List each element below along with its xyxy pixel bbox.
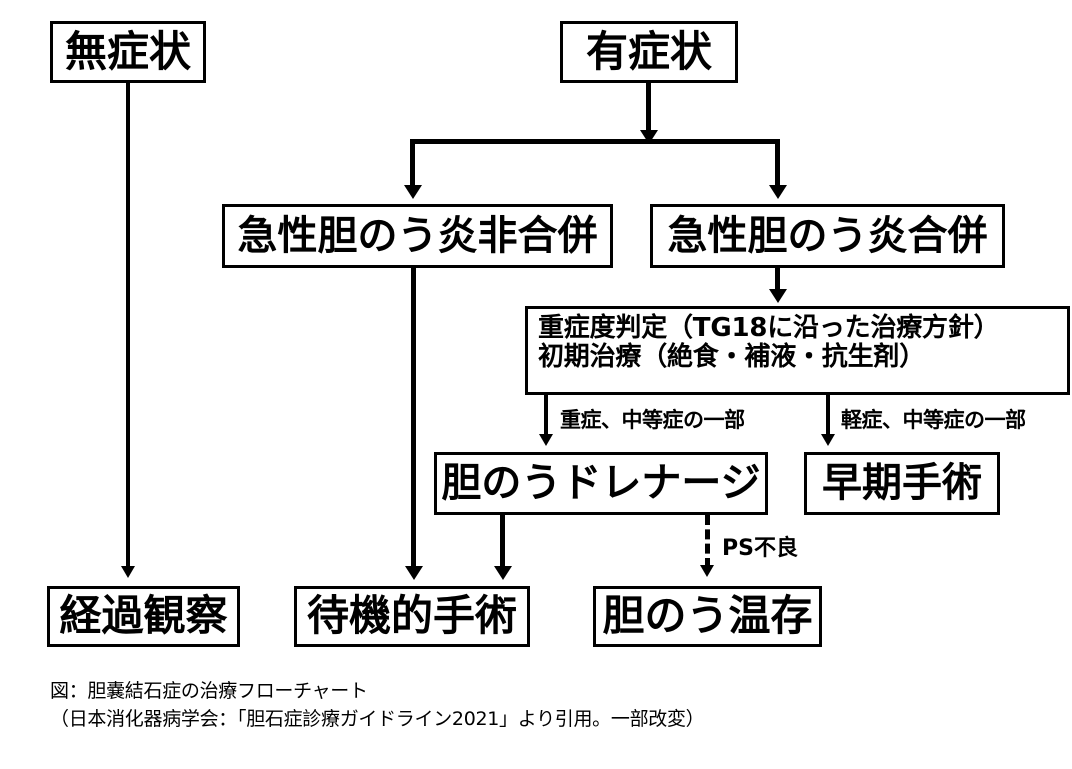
edge-drainage-to-elective-surgery: [500, 515, 505, 568]
node-gallbladder-drainage: 胆のうドレナージ: [434, 452, 768, 515]
arrowhead-severity-box: [769, 289, 787, 303]
figure-caption: 図：胆嚢結石症の治療フローチャート （日本消化器病学会：「胆石症診療ガイドライン…: [50, 678, 705, 733]
edge-label-severe-moderate: 重症、中等症の一部: [560, 408, 745, 432]
arrowhead-elective-surgery-right: [494, 566, 512, 580]
node-no-acute-cholecystitis: 急性胆のう炎非合併: [222, 204, 613, 268]
edge-asymptomatic-to-observation: [126, 83, 130, 568]
edge-label-mild-moderate: 軽症、中等症の一部: [841, 408, 1026, 432]
node-asymptomatic: 無症状: [50, 21, 206, 83]
caption-line-2: （日本消化器病学会：「胆石症診療ガイドライン2021」より引用。一部改変）: [50, 707, 705, 730]
node-gallbladder-preservation: 胆のう温存: [593, 586, 822, 647]
node-asymptomatic-label: 無症状: [64, 26, 191, 76]
node-gallbladder-drainage-label: 胆のうドレナージ: [441, 460, 761, 507]
node-severity-assessment: 重症度判定（TG18に沿った治療方針） 初期治療（絶食・補液・抗生剤）: [525, 306, 1070, 395]
node-gallbladder-preservation-label: 胆のう温存: [602, 591, 813, 641]
arrowhead-gallbladder-preservation: [700, 565, 714, 577]
node-early-surgery: 早期手術: [804, 452, 1000, 515]
arrowhead-drainage: [539, 434, 553, 446]
node-symptomatic-label: 有症状: [585, 26, 712, 76]
node-elective-surgery: 待機的手術: [294, 586, 530, 647]
split-bar-symptomatic: [410, 139, 780, 144]
edge-label-poor-ps: PS不良: [722, 536, 798, 561]
caption-line-1: 図：胆嚢結石症の治療フローチャート: [50, 680, 368, 702]
node-with-acute-cholecystitis-label: 急性胆のう炎合併: [667, 212, 988, 259]
arrowhead-elective-surgery-left: [405, 566, 423, 580]
edge-with-acute-to-severity: [775, 268, 780, 292]
node-no-acute-cholecystitis-label: 急性胆のう炎非合併: [237, 212, 598, 259]
edge-no-acute-to-elective-surgery: [411, 268, 416, 568]
node-observation: 経過観察: [47, 586, 240, 647]
node-elective-surgery-label: 待機的手術: [306, 591, 517, 641]
arrowhead-with-acute-cholecystitis: [769, 185, 787, 199]
node-with-acute-cholecystitis: 急性胆のう炎合併: [650, 204, 1005, 268]
edge-split-left-leg: [410, 139, 415, 189]
edge-drainage-to-preservation-dashed: [705, 515, 710, 568]
severity-line-1: 重症度判定（TG18に沿った治療方針）: [538, 313, 1000, 343]
node-observation-label: 経過観察: [59, 591, 228, 641]
arrowhead-early-surgery: [821, 434, 835, 446]
edge-split-right-leg: [775, 139, 780, 189]
severity-line-2: 初期治療（絶食・補液・抗生剤）: [538, 342, 926, 373]
edge-symptomatic-down: [646, 83, 651, 137]
node-early-surgery-label: 早期手術: [822, 460, 982, 507]
edge-severity-to-drainage: [544, 395, 548, 438]
arrowhead-no-acute-cholecystitis: [404, 185, 422, 199]
edge-severity-to-early-surgery: [826, 395, 830, 438]
node-symptomatic: 有症状: [560, 21, 738, 83]
arrowhead-observation: [121, 566, 135, 578]
